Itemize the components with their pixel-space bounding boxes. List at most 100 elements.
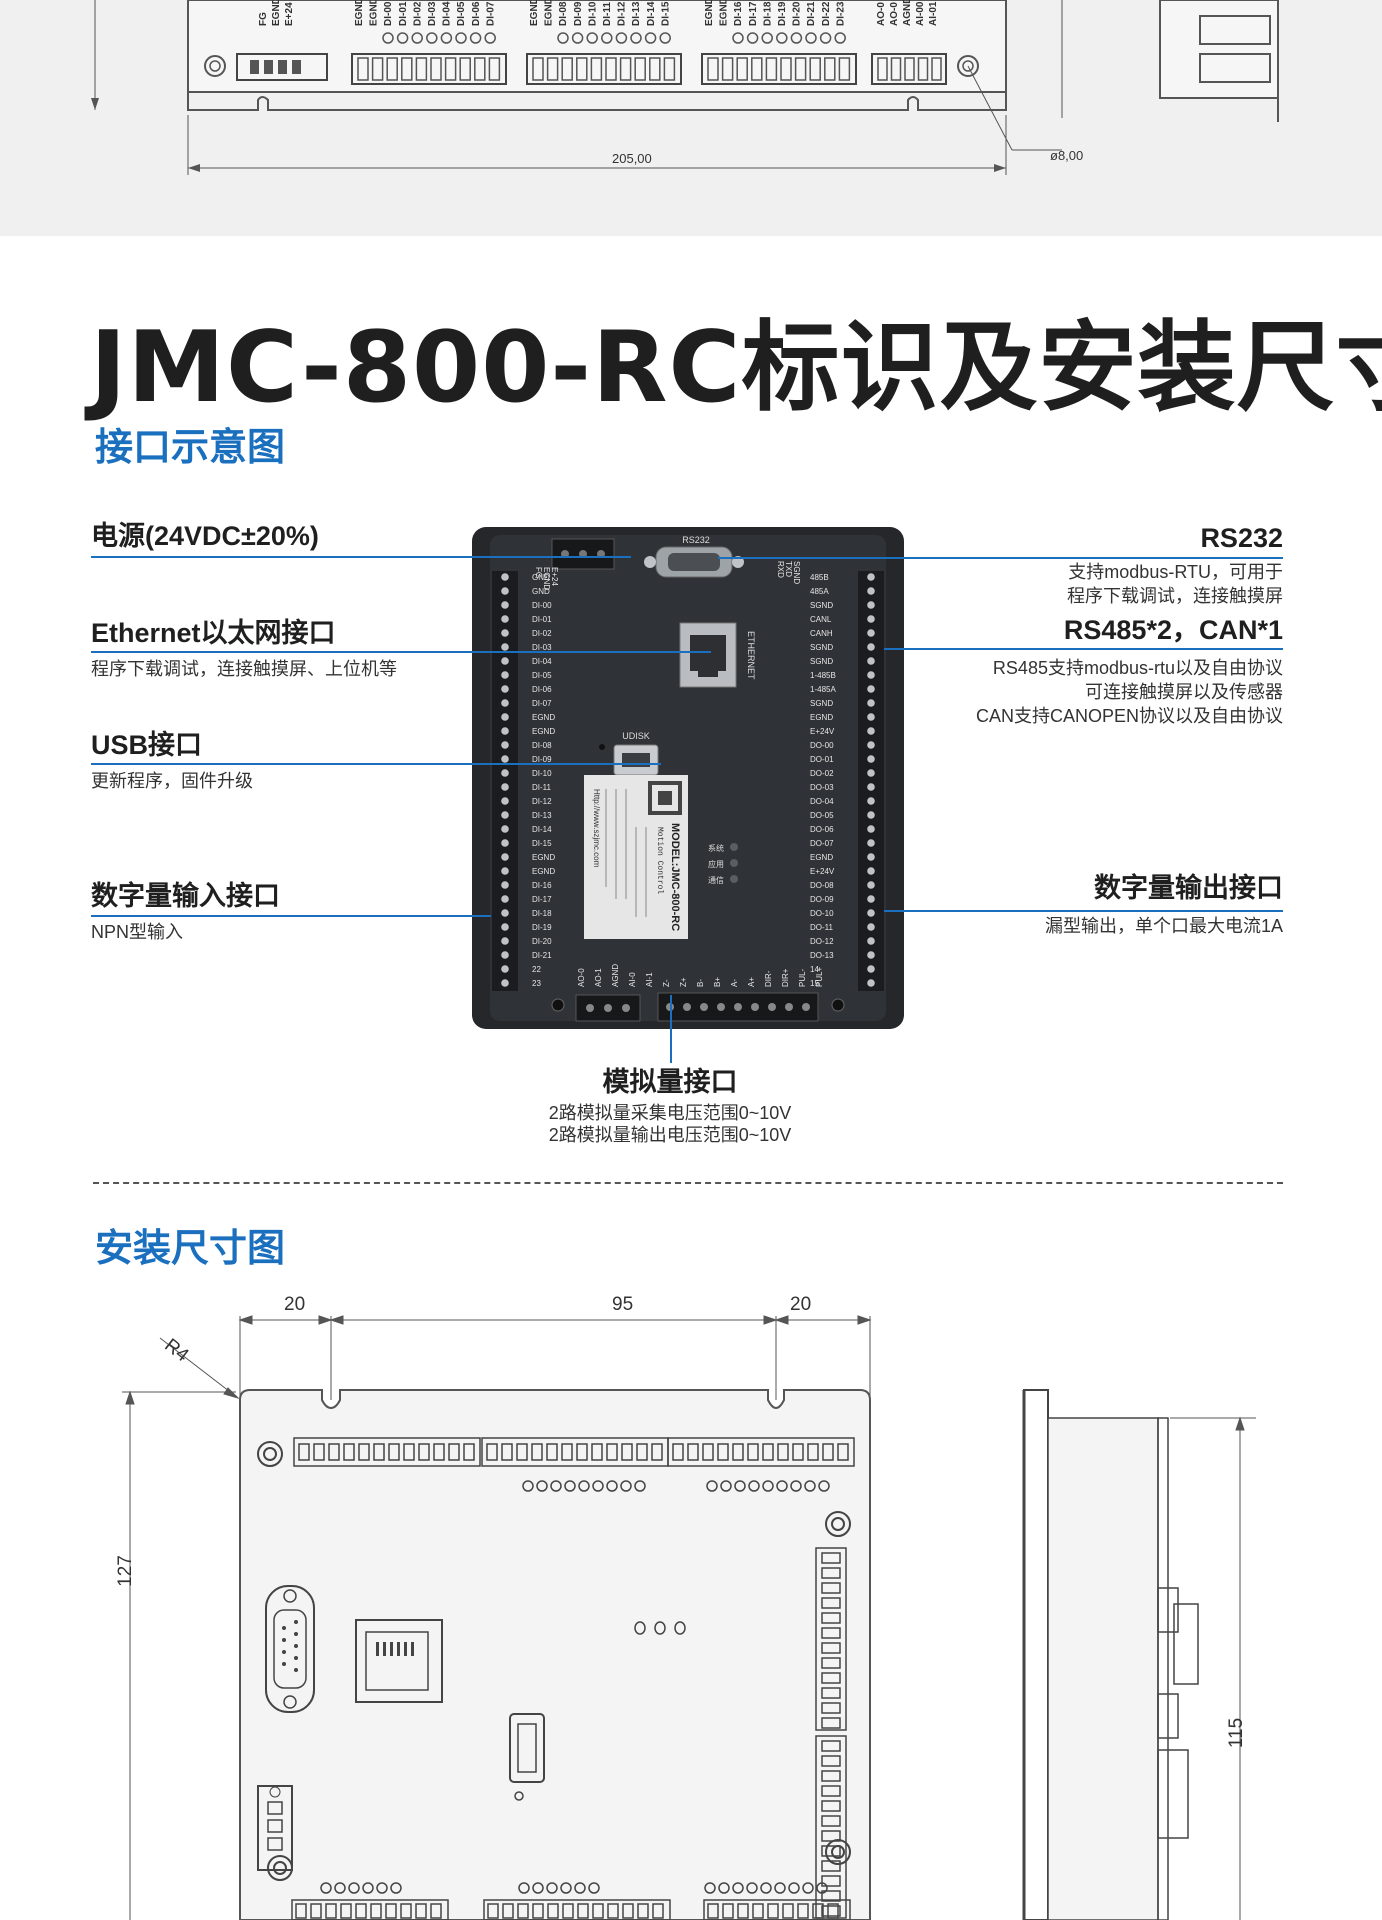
header-pin [762,1443,774,1461]
terminal-pin [707,57,719,81]
device-pin-label: AO-1 [594,968,603,987]
terminal-screw [501,587,509,595]
header-pin [821,1597,841,1609]
header-pin [687,1443,699,1461]
terminal-screw [501,895,509,903]
pin-label: DI-22 [821,1,832,26]
device-led [730,843,738,851]
header-pin [486,1443,498,1461]
led-outline [574,1882,586,1894]
callout-digital-output: 数字量输出接口 漏型输出，单个口最大电流1A [1045,872,1283,938]
header-pin [722,1903,734,1919]
device-pin-label: 485B [810,573,829,582]
terminal-screw [717,1003,725,1011]
terminal-pin [371,57,384,81]
terminal-screw [751,1003,759,1011]
callout-rs232: RS232 支持modbus-RTU，可用于 程序下载调试，连接触摸屏 [1067,522,1283,608]
led-outline [546,1882,558,1894]
terminal-screw [867,587,875,595]
led-outline [550,1480,562,1492]
pin-label: E+24 [284,2,295,26]
terminal-pin [386,57,398,81]
device-pin-label: DI-06 [532,685,552,694]
header-pin [707,1903,719,1919]
device-pin-label: SGND [810,657,833,666]
led-outline [532,1882,544,1894]
header-connector [667,1437,855,1467]
terminal-pin [917,57,929,81]
terminal-pin [634,57,646,81]
device-pin-label: AO-0 [577,968,586,987]
header-pin [310,1903,322,1919]
device-pin-label: EGND [810,713,833,722]
terminal-pin [780,57,792,81]
terminal-screw [867,601,875,609]
header-pin [821,1815,841,1827]
terminal-pin [532,57,544,81]
device-pin-label: DI-18 [532,909,552,918]
pin-label: EGND [719,0,730,26]
dim-height: 127 [114,1555,136,1587]
status-led-outline [411,32,423,44]
terminal-screw [867,867,875,875]
terminal-pin [765,57,778,81]
terminal-pin [904,57,915,81]
device-pin-label: DO-05 [810,811,834,820]
device-pin-label: DI-04 [532,657,552,666]
callout-digital-input: 数字量输入接口 NPN型输入 [91,880,280,944]
terminal-screw [501,769,509,777]
device-pin-label: DI-11 [532,783,552,792]
terminal-pin [415,57,428,81]
pin-label: DI-14 [646,1,657,26]
header-pin [821,1875,841,1887]
device-pin-label: DO-02 [810,769,834,778]
device-pin-label: 1-485A [810,685,836,694]
header-pin [821,1582,841,1594]
status-led-outline [644,32,657,44]
terminal-screw [501,797,509,805]
led-outline [804,1480,816,1492]
header-pin [822,1443,834,1461]
device-pin-label: DI-14 [532,825,552,834]
header-pin [298,1443,310,1461]
terminal-screw [867,965,875,973]
callout-ethernet-desc: 程序下载调试，连接触摸屏、上位机等 [91,659,397,679]
header-pin [821,1717,841,1729]
leader-line-ethernet [91,651,711,653]
pin-label: DI-03 [427,1,438,26]
header-pin [837,1443,849,1461]
device-pin-label: DI-12 [532,797,552,806]
device-pin-label: DI-03 [532,643,552,652]
header-pin [821,1740,841,1752]
pin-label: DI-20 [792,1,803,26]
callout-ethernet: Ethernet以太网接口 程序下载调试，连接触摸屏、上位机等 [91,617,397,681]
dim-right-margin: 20 [790,1294,812,1315]
status-led-outline [805,32,817,44]
dim-left-margin: 20 [284,1294,306,1315]
callout-rs485-desc-3: CAN支持CANOPEN协议以及自由协议 [975,706,1283,726]
terminal-screw [501,643,509,651]
header-pin [313,1443,325,1461]
pin-label: DI-13 [631,1,642,26]
device-pin-label: EGND [810,853,833,862]
device-pin-label: DI-21 [532,951,552,960]
vendor-url: Http://www.szjmc.com [592,789,601,868]
terminal-screw [586,1004,594,1012]
device-pin-label: 485A [810,587,829,596]
terminal-pin [401,57,413,81]
device-pin-label: DI-20 [532,937,552,946]
terminal-screw [867,979,875,987]
device-pin-label: TXD [784,561,793,577]
header-pin [400,1903,412,1919]
device-led [730,859,738,867]
terminal-screw [867,741,875,749]
pin-label: AI-00 [915,1,926,26]
header-pin [415,1903,427,1919]
terminal-screw [867,895,875,903]
status-led-outline [776,32,788,44]
led-outline [620,1480,632,1492]
terminal-pin [663,57,676,81]
header-pin [621,1443,633,1461]
device-pin-label: DI-05 [532,671,552,680]
device-pin-label: A+ [747,977,756,987]
